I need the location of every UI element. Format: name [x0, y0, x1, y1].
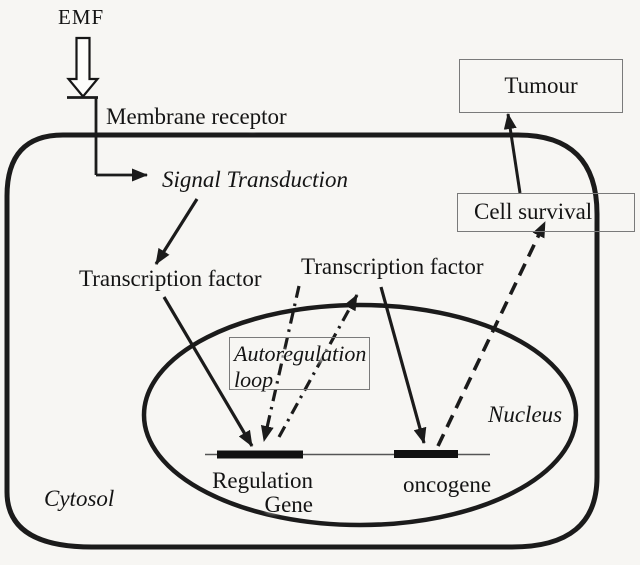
autoregulation-loop-box: Autoregulation loop [229, 337, 370, 393]
emf-label: EMF [58, 5, 105, 29]
signal-transduction-label: Signal Transduction [162, 167, 348, 192]
autoregulation-loop-label: Autoregulation loop [230, 338, 366, 393]
autoregulation-line2: loop [234, 367, 274, 392]
cell-survival-to-tumour-arrow [503, 113, 522, 194]
nucleus-label: Nucleus [488, 402, 563, 427]
cell-survival-box: Cell survival [457, 193, 635, 232]
regulation-gene-line1: Regulation [212, 468, 313, 493]
membrane-receptor-label: Membrane receptor [106, 104, 287, 129]
tf-to-oncogene-arrow [379, 286, 427, 444]
oncogene-label: oncogene [403, 472, 492, 497]
cell-membrane-outline [4, 132, 600, 550]
regulation-gene-bar [217, 450, 303, 459]
transcription-factor-left-label: Transcription factor [79, 266, 262, 291]
signal-to-tf-arrow [154, 198, 199, 265]
tumour-label: Tumour [504, 72, 578, 98]
autoregulation-up-arrow [277, 294, 359, 438]
membrane-receptor-line [67, 96, 98, 175]
transcription-factor-right-label: Transcription factor [301, 254, 484, 279]
tumour-box: Tumour [459, 59, 623, 113]
emf-hollow-arrow-icon [66, 36, 100, 99]
regulation-gene-line2: Gene [264, 491, 313, 517]
nucleus-membrane-outline [141, 302, 579, 528]
regulation-gene-label: Regulation Gene [202, 469, 313, 516]
cell-survival-label: Cell survival [474, 199, 593, 225]
oncogene-bar [394, 450, 458, 458]
tf-to-regulation-gene-arrow [162, 296, 254, 447]
autoregulation-line1: Autoregulation [234, 341, 367, 366]
cytosol-label: Cytosol [44, 486, 115, 511]
